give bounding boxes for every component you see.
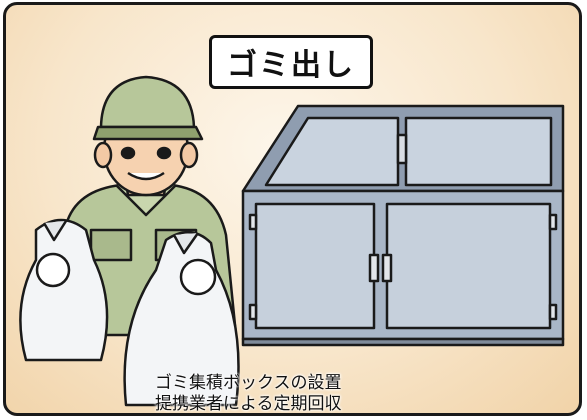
- worker-illustration: [19, 75, 240, 407]
- caption-line-1: ゴミ集積ボックスの設置: [155, 373, 342, 393]
- panel-title: ゴミ出し: [209, 35, 373, 89]
- panel-caption: ゴミ集積ボックスの設置 提携業者による定期回収: [155, 373, 415, 414]
- garbage-box-illustration: [241, 104, 565, 347]
- illustration: [19, 75, 565, 407]
- caption-line-2: 提携業者による定期回収: [155, 394, 342, 414]
- comic-panel: ゴミ出し ゴミ集積ボックスの設置 提携業者による定期回収: [3, 2, 582, 416]
